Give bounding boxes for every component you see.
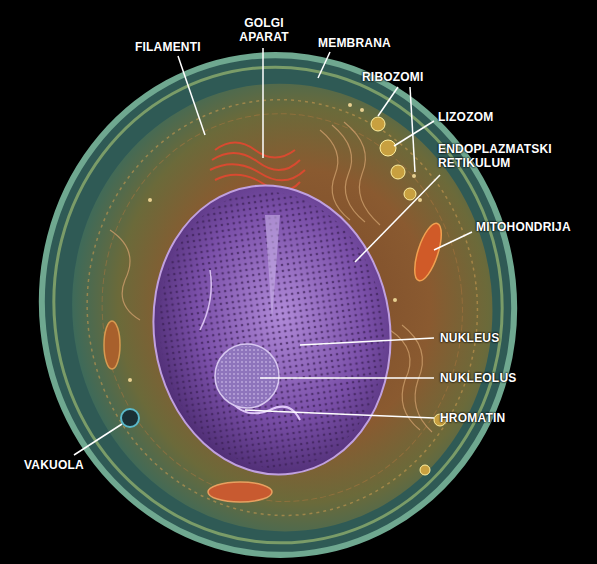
leader-line <box>245 410 434 418</box>
lysosome <box>420 465 430 475</box>
nucleolus <box>215 344 279 408</box>
leader-line <box>178 56 205 135</box>
ribosome <box>360 108 364 112</box>
part-label: NUKLEOLUS <box>440 371 516 385</box>
golgi-cisterna <box>215 143 295 158</box>
leader-line <box>355 175 440 262</box>
nuclear-envelope <box>135 170 409 490</box>
leader-line <box>434 232 472 250</box>
lysosome <box>404 188 416 200</box>
leader-line <box>394 121 434 146</box>
part-label: MITOHONDRIJA <box>476 220 571 234</box>
leader-lines <box>74 48 472 455</box>
part-label: MEMBRANA <box>318 36 391 50</box>
part-label: LIZOZOM <box>438 110 493 124</box>
ribosome <box>148 198 152 202</box>
ribosome <box>128 378 132 382</box>
golgi-cisterna <box>210 164 305 180</box>
nucleolus-texture <box>217 346 277 406</box>
leader-line <box>318 52 330 78</box>
part-label: FILAMENTI <box>135 40 201 54</box>
filament-ring <box>67 80 498 534</box>
ribosome <box>418 198 422 202</box>
er-tube <box>110 230 140 320</box>
chromatin-strand <box>265 215 280 320</box>
part-label: HROMATIN <box>440 411 505 425</box>
cell-membrane <box>17 32 539 564</box>
leader-line <box>300 338 434 345</box>
chromatin-strand <box>200 270 211 330</box>
er-tube <box>390 330 420 430</box>
lysosome <box>380 140 396 156</box>
filament-ring <box>83 96 482 520</box>
part-label: GOLGI APARAT <box>234 16 294 44</box>
mitochondrion <box>104 321 120 369</box>
ribosome <box>412 174 416 178</box>
er-tube <box>344 122 380 225</box>
nucleus <box>135 170 409 490</box>
cytoplasm <box>50 63 515 552</box>
mitochondrion <box>208 482 272 502</box>
mitochondrion <box>409 220 447 283</box>
leader-line <box>410 87 415 172</box>
membrane-inner <box>30 45 525 564</box>
cell-body <box>17 32 539 564</box>
leader-line <box>262 48 264 158</box>
part-label: ENDOPLAZMATSKI RETIKULUM <box>438 142 563 170</box>
leader-line <box>260 377 434 379</box>
part-label: VAKUOLA <box>24 458 84 472</box>
ribosome <box>393 298 397 302</box>
lysosome <box>391 165 405 179</box>
leader-line <box>74 424 122 455</box>
vacuole <box>121 409 139 427</box>
leader-line <box>378 87 398 116</box>
lysosome <box>371 117 385 131</box>
golgi-cisterna <box>212 153 300 170</box>
part-label: NUKLEUS <box>440 331 499 345</box>
nuclear-pores <box>142 177 403 483</box>
golgi-apparatus <box>210 143 305 191</box>
part-label: RIBOZOMI <box>362 70 424 84</box>
ribosome <box>348 103 352 107</box>
